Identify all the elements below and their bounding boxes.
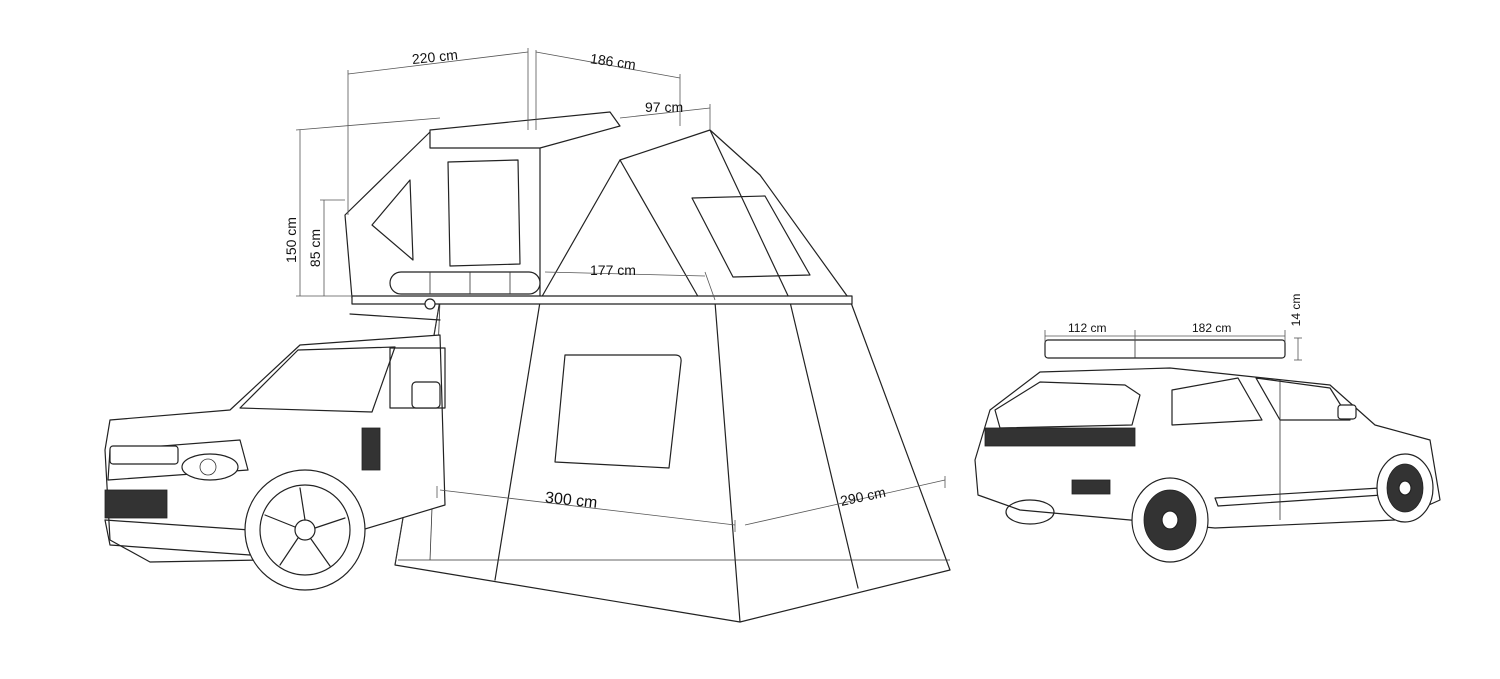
dome-window <box>691 195 811 278</box>
vehicle-hatchback <box>974 339 1441 563</box>
label-220: 220 cm <box>411 46 458 67</box>
headlight <box>181 453 239 481</box>
label-14: 14 cm <box>1289 294 1303 327</box>
grille <box>104 489 168 519</box>
label-186: 186 cm <box>589 50 637 72</box>
roof-tent-closed <box>1044 339 1286 359</box>
windshield <box>239 346 396 413</box>
label-85: 85 cm <box>307 229 323 267</box>
annex-window <box>554 354 682 469</box>
label-177: 177 cm <box>590 262 636 278</box>
annex-room <box>394 299 951 623</box>
label-300: 300 cm <box>544 489 598 511</box>
label-112: 112 cm <box>1068 321 1106 335</box>
vehicle-badge: DEFENDER <box>116 436 157 442</box>
tent-front-window <box>447 159 521 267</box>
front-wheel <box>244 469 366 591</box>
tent-side-window <box>371 179 414 261</box>
vehicle-defender: DEFENDER <box>104 334 446 591</box>
dimension-labels: 220 cm 186 cm 97 cm 150 cm 85 cm 177 cm … <box>283 46 1303 511</box>
roof-tent-open <box>344 111 853 321</box>
label-182: 182 cm <box>1192 321 1231 335</box>
dimension-lines <box>295 48 1302 532</box>
label-150: 150 cm <box>283 217 299 263</box>
label-97: 97 cm <box>645 99 683 115</box>
